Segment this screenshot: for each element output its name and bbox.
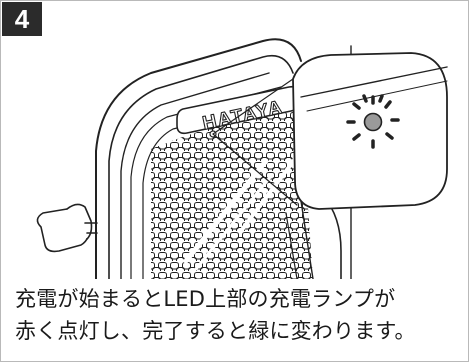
housing-outline (95, 38, 302, 279)
instruction-caption: 充電が始まるとLED上部の充電ランプが 赤く点灯し、完了すると緑に変わります。 (15, 283, 460, 347)
callout-leader (212, 78, 294, 135)
lamp-glow-rays (346, 94, 400, 149)
charger-illustration: HATAYA (36, 38, 448, 279)
stand-knob (36, 203, 98, 253)
charge-lamp (363, 112, 383, 132)
caption-line-1: 充電が始まるとLED上部の充電ランプが (15, 287, 396, 311)
magnified-callout (292, 52, 448, 210)
step-number-badge: 4 (2, 2, 42, 36)
caption-line-2: 赤く点灯し、完了すると緑に変わります。 (15, 319, 416, 343)
